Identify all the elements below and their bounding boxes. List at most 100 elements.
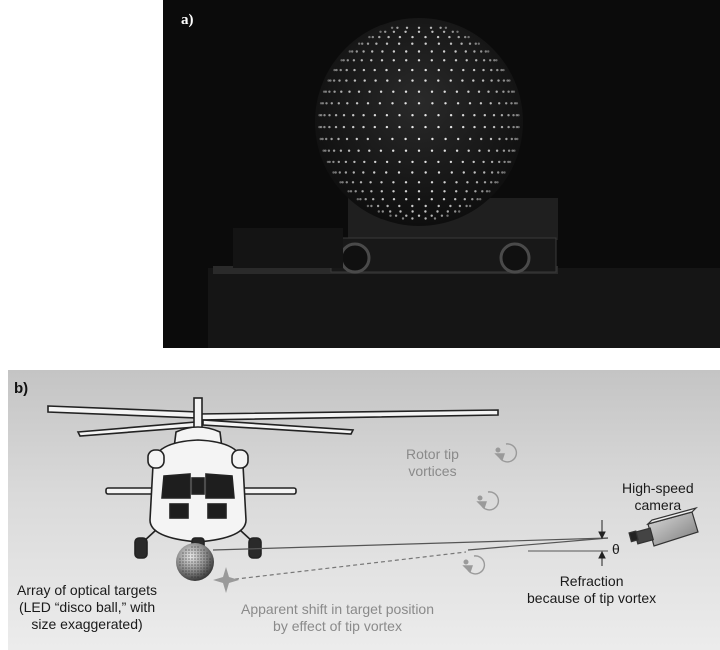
ball-dot (197, 576, 199, 578)
led-dot (451, 30, 454, 33)
ball-dot (197, 549, 199, 551)
led-dot (473, 171, 476, 174)
led-dot (507, 90, 510, 93)
led-dot (495, 90, 498, 93)
led-dot (461, 160, 464, 164)
led-dot (464, 50, 467, 53)
led-dot (370, 59, 373, 62)
theta-label: θ (612, 541, 620, 557)
vortex-icon-1 (494, 443, 518, 463)
led-dot (507, 125, 510, 129)
led-dot (411, 42, 414, 45)
stand-wheel-left (339, 242, 371, 274)
led-dot (348, 50, 351, 53)
led-dot (503, 171, 506, 174)
led-dot (385, 160, 389, 164)
ball-dot (185, 573, 187, 575)
led-dot (465, 190, 468, 193)
led-dot (449, 204, 452, 208)
led-dot (370, 204, 373, 208)
high-speed-camera-label: High-speed camera (622, 480, 694, 513)
led-dot (437, 204, 440, 208)
ball-dot (203, 555, 205, 557)
led-dot (455, 149, 459, 152)
led-dot (417, 137, 421, 141)
ball-dot (197, 558, 199, 560)
led-dot (474, 42, 477, 45)
led-dot (473, 50, 476, 53)
led-dot (417, 214, 421, 217)
led-dot (337, 137, 340, 141)
led-dot (375, 42, 378, 45)
ball-dot (185, 570, 187, 572)
led-dot (380, 190, 383, 193)
led-dot (391, 137, 394, 141)
led-dot (338, 79, 341, 82)
led-dot (498, 137, 501, 141)
led-dot (437, 68, 440, 72)
led-dot (472, 160, 475, 164)
led-dot (454, 198, 457, 201)
ball-dot (185, 567, 187, 569)
panel-a-label: a) (181, 12, 194, 28)
led-dot (444, 26, 448, 29)
led-dot (338, 171, 341, 174)
ball-dot (197, 564, 199, 566)
ball-dot (191, 558, 193, 560)
ball-dot (191, 564, 193, 566)
led-dot (319, 102, 323, 105)
led-dot (442, 50, 446, 53)
led-dot (483, 181, 487, 184)
ball-dot (191, 561, 193, 563)
led-dot (516, 137, 519, 141)
led-dot (392, 198, 396, 201)
ball-dot (206, 552, 208, 554)
led-dot (379, 90, 383, 93)
led-dot (325, 137, 328, 141)
led-dot (437, 160, 440, 164)
led-dot (477, 42, 480, 45)
led-dot (356, 198, 359, 201)
led-dot (362, 68, 366, 72)
led-dot (502, 149, 506, 152)
led-dot (398, 68, 401, 72)
led-dot (446, 214, 449, 217)
led-dot (467, 90, 470, 93)
camera-top (645, 506, 699, 526)
led-dot (353, 68, 356, 72)
led-dot (429, 26, 433, 29)
led-dot (479, 198, 482, 201)
led-dot (449, 79, 452, 82)
led-dot (430, 59, 433, 62)
led-dot (321, 137, 324, 141)
led-dot (439, 26, 442, 29)
led-dot (318, 125, 321, 129)
led-dot (417, 149, 421, 152)
ball-dot (188, 561, 190, 563)
led-dot (458, 204, 462, 208)
led-dot (477, 90, 481, 93)
led-dot (437, 171, 441, 174)
led-dot (376, 204, 380, 208)
led-dot (483, 125, 486, 129)
led-dot (385, 125, 389, 129)
led-dot (362, 50, 365, 53)
ball-dot (188, 564, 190, 566)
led-dot (322, 149, 325, 152)
led-dot (502, 68, 505, 72)
led-dot (449, 42, 453, 45)
led-dot (332, 171, 335, 174)
ball-dot (191, 555, 193, 557)
led-dot (342, 114, 346, 117)
led-dot (397, 171, 401, 174)
ball-dot (194, 546, 196, 548)
led-dot (353, 79, 357, 82)
led-dot (328, 90, 331, 93)
ball-dot (182, 555, 184, 557)
led-dot (430, 214, 433, 217)
led-dot (496, 181, 499, 184)
led-dot (401, 217, 405, 220)
led-dot (508, 160, 512, 164)
ball-dot (203, 570, 205, 572)
led-dot (443, 59, 446, 62)
